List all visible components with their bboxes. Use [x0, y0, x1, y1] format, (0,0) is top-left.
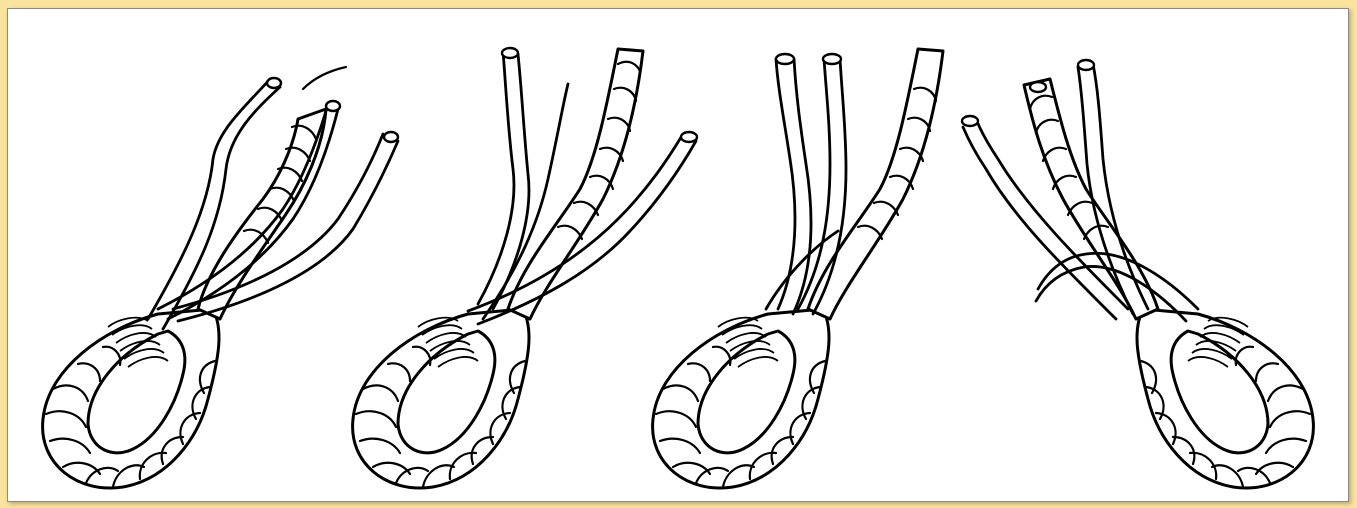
step-3-illustration [653, 49, 943, 488]
eye-splice-diagram [8, 9, 1348, 501]
step-2-illustration [353, 48, 697, 488]
illustration-panel [7, 8, 1349, 502]
step-4-illustration [962, 60, 1313, 488]
step-1-illustration [43, 67, 398, 488]
